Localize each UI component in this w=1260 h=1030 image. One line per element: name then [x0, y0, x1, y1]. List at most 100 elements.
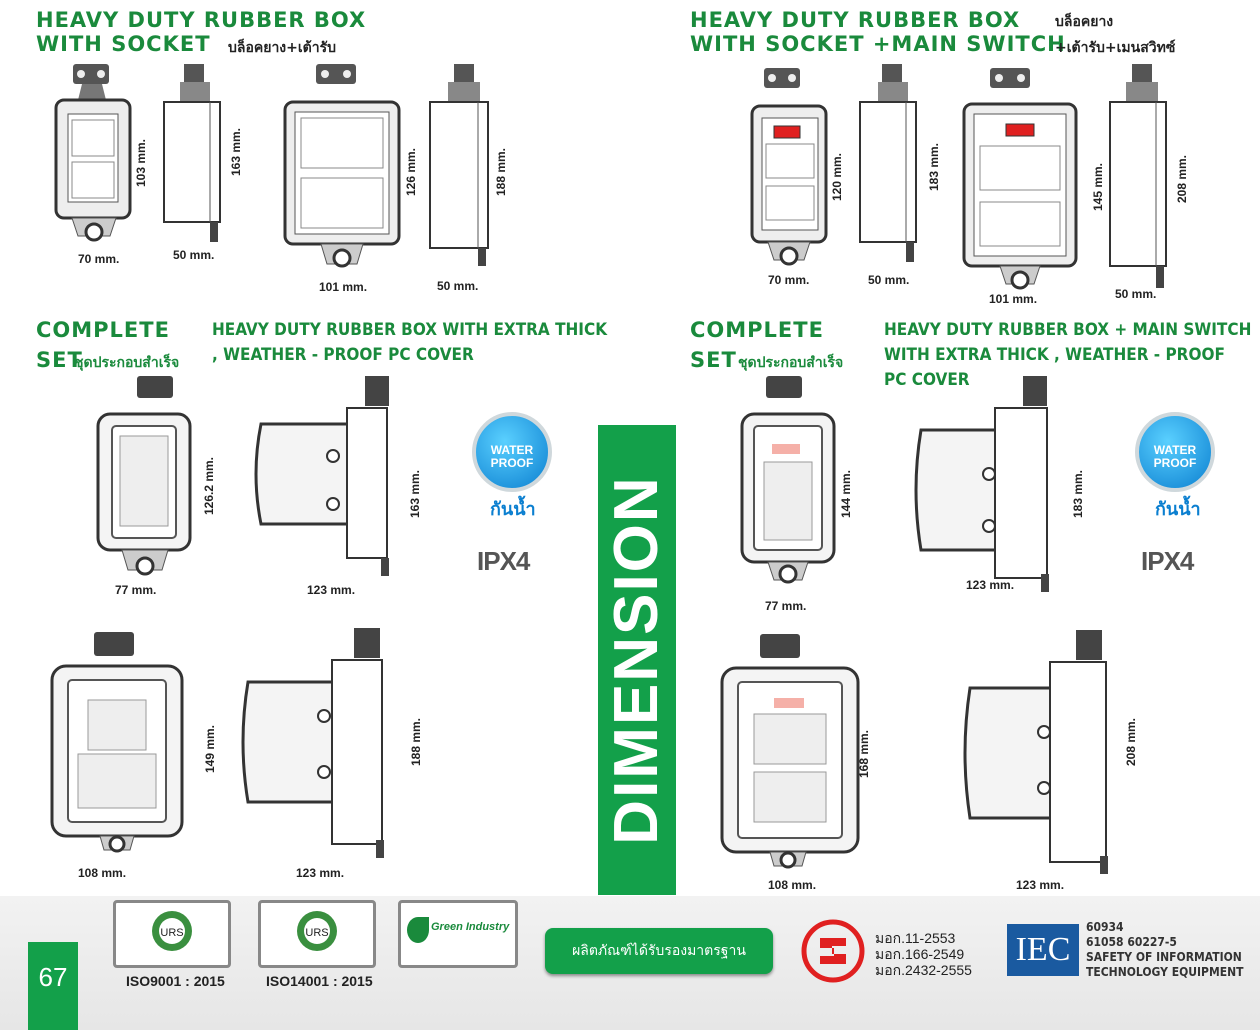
dim-double-width: 101 mm.	[319, 280, 368, 294]
dim-socket-inner-height: 103 mm.	[134, 138, 149, 188]
dim-switch-double-total-height: 208 mm.	[1175, 154, 1190, 204]
set-left-single-side-drawing	[254, 376, 389, 576]
waterproof-text-1-right: WATER	[1153, 443, 1197, 457]
set-left-double-front-drawing	[50, 632, 184, 853]
dim-set-left-single-depth: 123 mm.	[307, 583, 356, 597]
iso9001-cert-logo: URS	[113, 900, 231, 968]
iso14001-caption: ISO14001 : 2015	[266, 973, 373, 989]
tis-standard-3: มอก.2432-2555	[875, 962, 972, 978]
iec-standards: 60934 61058 60227-5 SAFETY OF INFORMATIO…	[1086, 920, 1243, 980]
complete-set-right-thai: ชุดประกอบสำเร็จ	[738, 355, 844, 371]
dim-set-left-double-total: 188 mm.	[409, 717, 424, 767]
dim-set-right-double-width: 108 mm.	[768, 878, 817, 892]
iec-line-3: SAFETY OF INFORMATION	[1086, 950, 1242, 964]
complete-set-right-desc1: HEAVY DUTY RUBBER BOX + MAIN SWITCH	[884, 320, 1252, 340]
box-socket-front-drawing	[54, 64, 132, 242]
dim-set-right-single-depth: 123 mm.	[966, 578, 1015, 592]
set-right-single-front-drawing	[740, 376, 836, 584]
iec-line-1: 60934	[1086, 920, 1124, 934]
svg-text:URS: URS	[160, 927, 183, 939]
waterproof-text-2: PROOF	[490, 456, 534, 470]
green-leaf-icon	[407, 917, 429, 943]
dim-set-left-double-width: 108 mm.	[78, 866, 127, 880]
set-left-double-side-drawing	[241, 628, 384, 858]
complete-set-right-desc3: PC COVER	[884, 370, 970, 390]
ipx4-badge-right: IPX4	[1141, 546, 1194, 576]
dim-switch-total-height: 183 mm.	[927, 142, 942, 192]
dim-set-left-single-total: 163 mm.	[408, 469, 423, 519]
complete-set-left-desc2: , WEATHER - PROOF PC COVER	[212, 345, 474, 365]
waterproof-text-1: WATER	[490, 443, 534, 457]
box-socket-double-side-drawing	[429, 64, 489, 266]
dimension-banner: DIMENSION	[598, 425, 676, 895]
dim-socket-total-height: 163 mm.	[229, 127, 244, 177]
dim-switch-double-depth: 50 mm.	[1115, 287, 1157, 301]
dim-set-left-single-height: 126.2 mm.	[202, 456, 217, 516]
title-box-switch-line2: WITH SOCKET +MAIN SWITCH	[690, 32, 1066, 56]
waterproof-thai-left: กันน้ำ	[490, 499, 536, 520]
set-right-single-side-drawing	[914, 376, 1049, 592]
dim-socket-width: 70 mm.	[78, 252, 120, 266]
tis-mark-icon	[801, 919, 865, 983]
dim-set-right-single-total: 183 mm.	[1071, 469, 1086, 519]
urs-seal-icon-2: URS	[297, 911, 337, 951]
dim-double-total-height: 188 mm.	[494, 147, 509, 197]
complete-set-right-heading2: SET	[690, 348, 737, 372]
dim-set-right-double-height: 168 mm.	[857, 729, 872, 779]
iso9001-caption: ISO9001 : 2015	[126, 973, 225, 989]
page-number: 67	[28, 942, 78, 1030]
complete-set-left-heading2: SET	[36, 348, 83, 372]
dim-set-left-double-depth: 123 mm.	[296, 866, 345, 880]
dim-set-left-single-width: 77 mm.	[115, 583, 157, 597]
box-socket-double-front-drawing	[283, 64, 401, 268]
title-box-socket-line1: HEAVY DUTY RUBBER BOX	[36, 8, 367, 32]
box-switch-front-drawing	[750, 68, 828, 266]
dim-set-right-single-width: 77 mm.	[765, 599, 807, 613]
svg-text:URS: URS	[305, 927, 328, 939]
dim-switch-inner-height: 120 mm.	[830, 152, 845, 202]
set-left-single-front-drawing	[96, 376, 192, 576]
complete-set-left-heading1: COMPLETE	[36, 318, 170, 342]
box-switch-double-side-drawing	[1109, 64, 1167, 288]
complete-set-left-desc1: HEAVY DUTY RUBBER BOX WITH EXTRA THICK	[212, 320, 608, 340]
dim-set-left-double-height: 149 mm.	[203, 724, 218, 774]
title-box-switch-thai1: บล็อคยาง	[1055, 14, 1114, 30]
green-industry-label: Green Industry	[431, 921, 510, 933]
waterproof-badge-left: WATER PROOF	[472, 412, 552, 492]
tis-standard-2: มอก.166-2549	[875, 946, 965, 962]
waterproof-text-2-right: PROOF	[1153, 456, 1197, 470]
waterproof-badge-right: WATER PROOF	[1135, 412, 1215, 492]
title-box-switch-thai2: +เต้ารับ+เมนสวิทซ์	[1055, 40, 1176, 56]
set-right-double-side-drawing	[963, 630, 1108, 874]
dim-switch-double-width: 101 mm.	[989, 292, 1038, 306]
dim-switch-width: 70 mm.	[768, 273, 810, 287]
waterproof-thai-right: กันน้ำ	[1155, 499, 1201, 520]
title-box-socket-line2: WITH SOCKET	[36, 32, 211, 56]
dim-set-right-single-height: 144 mm.	[839, 469, 854, 519]
dim-socket-depth: 50 mm.	[173, 248, 215, 262]
box-switch-double-front-drawing	[962, 68, 1078, 290]
box-switch-side-drawing	[859, 64, 917, 262]
dim-set-right-double-total: 208 mm.	[1124, 717, 1139, 767]
complete-set-left-thai: ชุดประกอบสำเร็จ	[74, 355, 180, 371]
dim-double-depth: 50 mm.	[437, 279, 479, 293]
dimension-banner-text: DIMENSION	[602, 475, 671, 845]
title-box-socket-thai: บล็อคยาง+เต้ารับ	[228, 40, 337, 56]
iso14001-cert-logo: URS	[258, 900, 376, 968]
complete-set-right-desc2: WITH EXTRA THICK , WEATHER - PROOF	[884, 345, 1225, 365]
box-socket-side-drawing	[163, 64, 221, 242]
certified-standard-banner: ผลิตภัณฑ์ได้รับรองมาตรฐาน	[545, 928, 773, 974]
green-industry-logo: Green Industry	[398, 900, 518, 968]
iec-line-4: TECHNOLOGY EQUIPMENT	[1086, 965, 1244, 979]
set-right-double-front-drawing	[720, 634, 860, 869]
urs-seal-icon: URS	[152, 911, 192, 951]
complete-set-right-heading1: COMPLETE	[690, 318, 824, 342]
iec-line-2: 61058 60227-5	[1086, 935, 1177, 949]
ipx4-badge-left: IPX4	[477, 546, 530, 576]
iec-logo: IEC	[1007, 924, 1079, 976]
dim-switch-double-inner-height: 145 mm.	[1091, 162, 1106, 212]
tis-standard-1: มอก.11-2553	[875, 930, 956, 946]
title-box-switch-line1: HEAVY DUTY RUBBER BOX	[690, 8, 1021, 32]
dim-double-inner-height: 126 mm.	[404, 147, 419, 197]
dim-switch-depth: 50 mm.	[868, 273, 910, 287]
